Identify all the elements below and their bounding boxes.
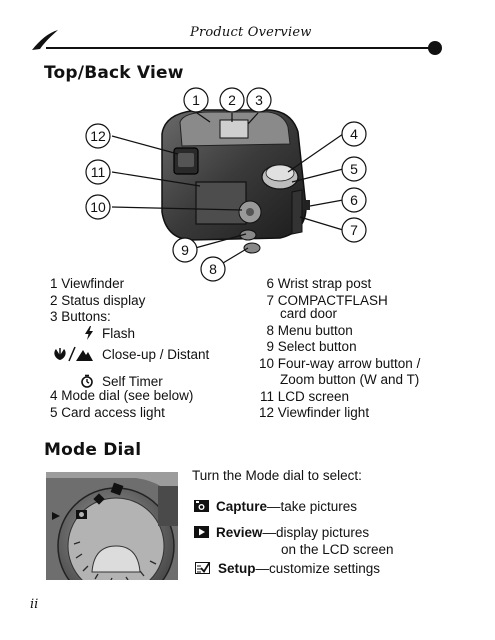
legend-item: 5 Card access light: [50, 405, 193, 422]
camera-top-back-illustration: 1 2 3 4 5 6 7 8 9 10 11 12: [85, 87, 367, 282]
mode-item-review: Review—display pictures: [194, 525, 369, 541]
callout-12: 12: [90, 128, 106, 144]
legend-text: COMPACTFLASH: [277, 292, 388, 308]
page-header-title: Product Overview: [190, 25, 312, 40]
callout-1: 1: [192, 92, 200, 108]
mode-dial-title: Mode Dial: [44, 440, 142, 460]
mode-item-label: Setup: [218, 561, 256, 576]
legend-number: 4: [50, 388, 58, 403]
legend-text: Viewfinder light: [277, 405, 370, 420]
callout-9: 9: [181, 242, 189, 258]
legend-item: 10 Four-way arrow button /: [256, 356, 420, 373]
mode-item-capture: Capture—take pictures: [194, 499, 357, 515]
callout-8: 8: [209, 261, 217, 277]
top-back-view-title: Top/Back View: [44, 63, 184, 83]
callout-2: 2: [228, 92, 236, 108]
closeup-distant-icon: [50, 344, 94, 366]
mode-dial-intro: Turn the Mode dial to select:: [192, 468, 362, 483]
setup-icon: [195, 562, 211, 574]
mode-item-description: —take pictures: [267, 499, 358, 514]
legend-number: 9: [266, 339, 274, 354]
self-timer-icon: [50, 370, 94, 394]
legend-text: Wrist strap post: [277, 276, 372, 291]
legend-item: 9 Select button: [256, 339, 420, 356]
legend-text: Menu button: [277, 322, 353, 338]
flash-icon: [50, 326, 94, 343]
mode-dial-illustration: [46, 472, 178, 580]
legend-number: 3: [50, 309, 58, 324]
legend-number: 2: [50, 292, 58, 308]
button-item-flash: Flash: [50, 326, 209, 344]
legend-text: Card access light: [61, 404, 165, 420]
legend-item: 2 Status display: [50, 293, 145, 310]
mode-item-setup: Setup—customize settings: [194, 561, 380, 577]
legend-item: 4 Mode dial (see below): [50, 388, 193, 405]
legend-left: 1 Viewfinder 2 Status display 3 Buttons:: [50, 276, 145, 326]
header-swoosh: [32, 30, 58, 50]
legend-number: 8: [266, 322, 274, 338]
buttons-sublist: Flash Close-up / Distant Self Timer: [50, 326, 209, 394]
button-item-label: Flash: [102, 326, 136, 341]
mode-item-label: Capture: [216, 499, 268, 514]
legend-item: 7 COMPACTFLASH: [256, 293, 420, 310]
callout-5: 5: [350, 161, 358, 177]
legend-number: 5: [50, 404, 58, 420]
callout-10: 10: [90, 199, 106, 215]
button-item-label: Self Timer: [102, 374, 163, 389]
callout-3: 3: [255, 92, 263, 108]
camera-icon: [194, 500, 209, 512]
legend-right: 6 Wrist strap post 7 COMPACTFLASH card d…: [256, 276, 420, 422]
legend-number: 7: [266, 292, 274, 308]
play-icon: [194, 526, 209, 538]
legend-left-2: 4 Mode dial (see below) 5 Card access li…: [50, 388, 193, 421]
mode-item-description: —customize settings: [255, 561, 381, 576]
legend-item: 6 Wrist strap post: [256, 276, 420, 293]
legend-text-continued: Zoom button (W and T): [280, 372, 420, 387]
page-number: ii: [30, 597, 39, 612]
legend-number: 11: [259, 388, 274, 404]
header-rule: [46, 47, 434, 49]
button-item-self-timer: Self Timer: [50, 370, 209, 394]
mode-item-review-continued: on the LCD screen: [281, 542, 394, 557]
legend-text: Viewfinder: [61, 276, 125, 291]
legend-text: LCD screen: [277, 388, 350, 404]
legend-item: 1 Viewfinder: [50, 276, 145, 293]
legend-item: 11 LCD screen: [256, 389, 420, 406]
legend-text: Buttons:: [61, 309, 111, 324]
legend-number: 1: [50, 276, 58, 291]
legend-text: Mode dial (see below): [61, 388, 194, 403]
button-item-label: Close-up / Distant: [102, 347, 210, 362]
legend-number: 10: [258, 355, 274, 371]
legend-item: 3 Buttons:: [50, 309, 145, 326]
callout-6: 6: [350, 192, 358, 208]
legend-item: 12 Viewfinder light: [256, 405, 420, 422]
legend-number: 12: [258, 405, 274, 420]
button-item-closeup: Close-up / Distant: [50, 344, 209, 366]
mode-item-description: —display pictures: [262, 525, 370, 540]
legend-text: Four-way arrow button /: [277, 355, 421, 371]
callout-4: 4: [350, 126, 358, 142]
legend-text: Select button: [277, 339, 357, 354]
mode-item-label: Review: [216, 525, 263, 540]
legend-item: 8 Menu button: [256, 323, 420, 340]
legend-text: Status display: [61, 292, 146, 308]
legend-text-continued: card door: [280, 306, 338, 321]
callout-11: 11: [91, 164, 106, 180]
legend-number: 6: [266, 276, 274, 291]
callout-7: 7: [350, 222, 358, 238]
header-dot: [428, 41, 442, 55]
